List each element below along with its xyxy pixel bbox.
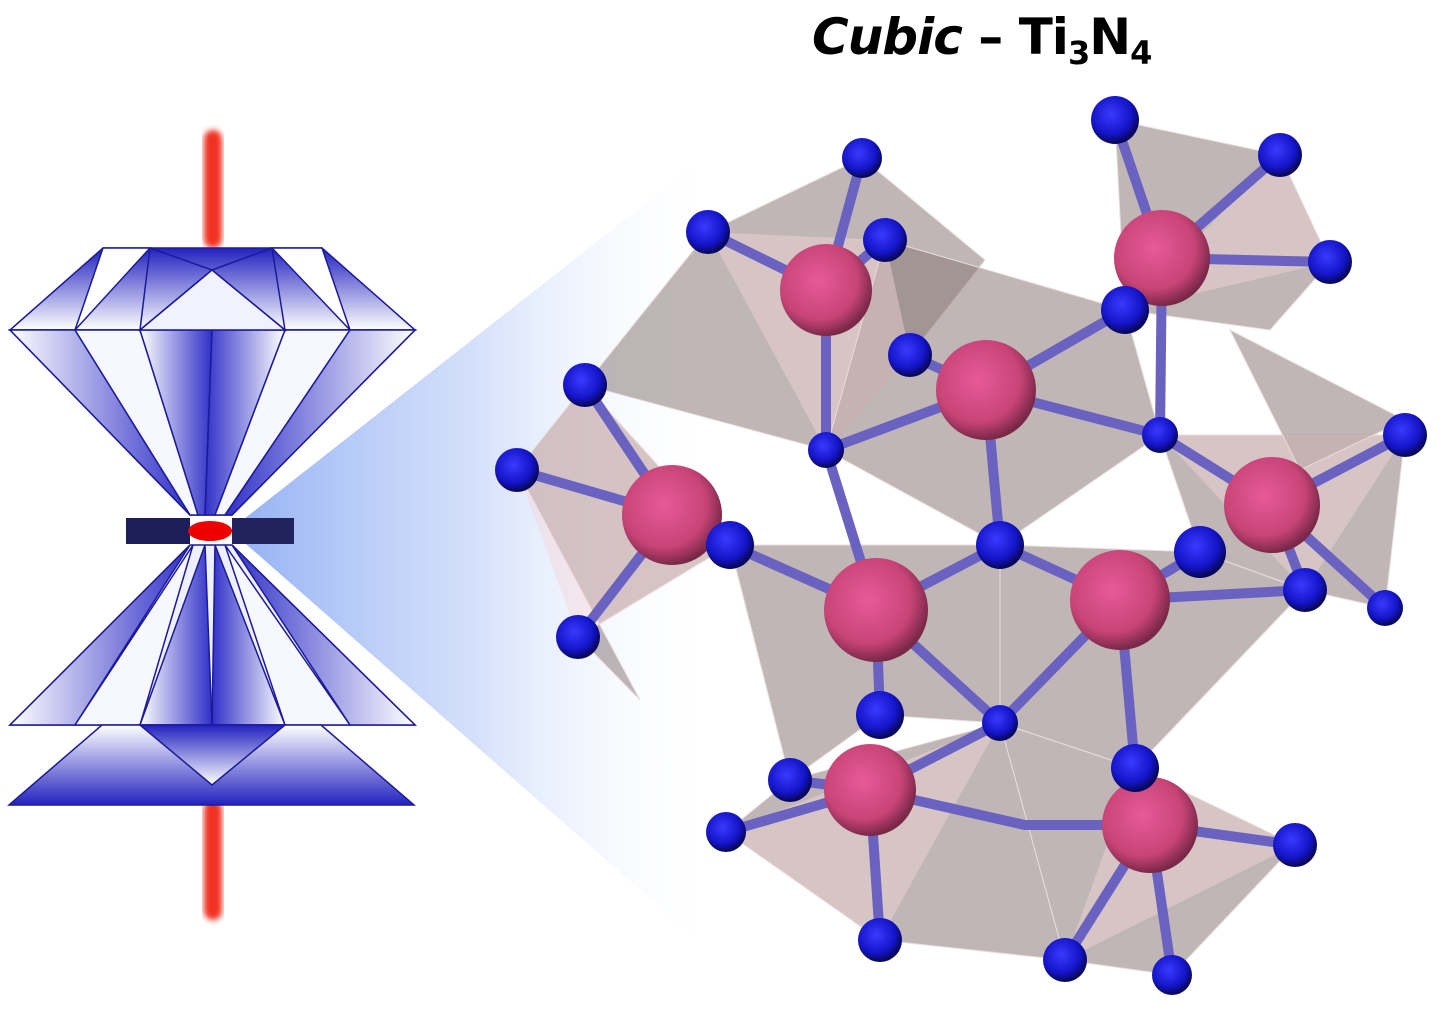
gasket-left <box>126 518 190 544</box>
title-crystal-system: Cubic <box>812 8 963 66</box>
title-subscript-3: 3 <box>1067 34 1090 72</box>
title-subscript-4: 4 <box>1130 34 1152 72</box>
n-atom <box>1367 590 1403 626</box>
ti-atom <box>1114 210 1210 306</box>
n-atom <box>1308 240 1352 284</box>
n-atom <box>495 448 539 492</box>
laser-beam-bottom <box>204 800 222 920</box>
title-element-ti: Ti <box>1018 8 1069 66</box>
lower-diamond-anvil-icon <box>6 544 417 806</box>
n-atom <box>858 918 902 962</box>
magnification-cone <box>230 145 720 960</box>
n-atom <box>1091 96 1139 144</box>
figure-title: Cubic – Ti3N4 <box>812 8 1152 72</box>
ti-atoms <box>622 210 1320 873</box>
title-dash: – <box>961 8 1019 66</box>
n-atom <box>1383 413 1427 457</box>
n-atom <box>768 758 812 802</box>
title-element-n: N <box>1089 8 1131 66</box>
ti-atom <box>1102 777 1198 873</box>
n-atom <box>1283 568 1327 612</box>
n-atom <box>563 363 607 407</box>
ti-atom <box>1224 457 1320 553</box>
ti-atom <box>1070 550 1170 650</box>
n-atom <box>888 333 932 377</box>
n-atom <box>1258 133 1302 177</box>
n-atom <box>686 210 730 254</box>
ti-atom <box>936 340 1036 440</box>
n-atom <box>1142 417 1178 453</box>
n-atom <box>706 521 754 569</box>
upper-diamond-anvil-icon <box>8 246 417 516</box>
n-atom <box>842 138 882 178</box>
n-atom <box>1043 938 1087 982</box>
n-atom <box>982 705 1018 741</box>
laser-beam-top <box>204 130 222 248</box>
n-atom <box>1174 526 1226 578</box>
gasket-right <box>232 518 294 544</box>
n-atom <box>976 521 1024 569</box>
n-atom <box>1101 286 1149 334</box>
ti-atom <box>780 244 872 336</box>
sample-chamber <box>188 521 232 541</box>
n-atom <box>856 691 904 739</box>
ti-atom <box>824 744 916 836</box>
n-atom <box>1273 823 1317 867</box>
ti-atom <box>824 558 928 662</box>
n-atom <box>556 615 600 659</box>
n-atom <box>808 432 844 468</box>
n-atom <box>706 812 746 852</box>
n-atoms <box>495 96 1427 995</box>
n-atom <box>1111 744 1159 792</box>
n-atom <box>1152 955 1192 995</box>
n-atom <box>863 218 907 262</box>
ti-atom <box>622 465 722 565</box>
